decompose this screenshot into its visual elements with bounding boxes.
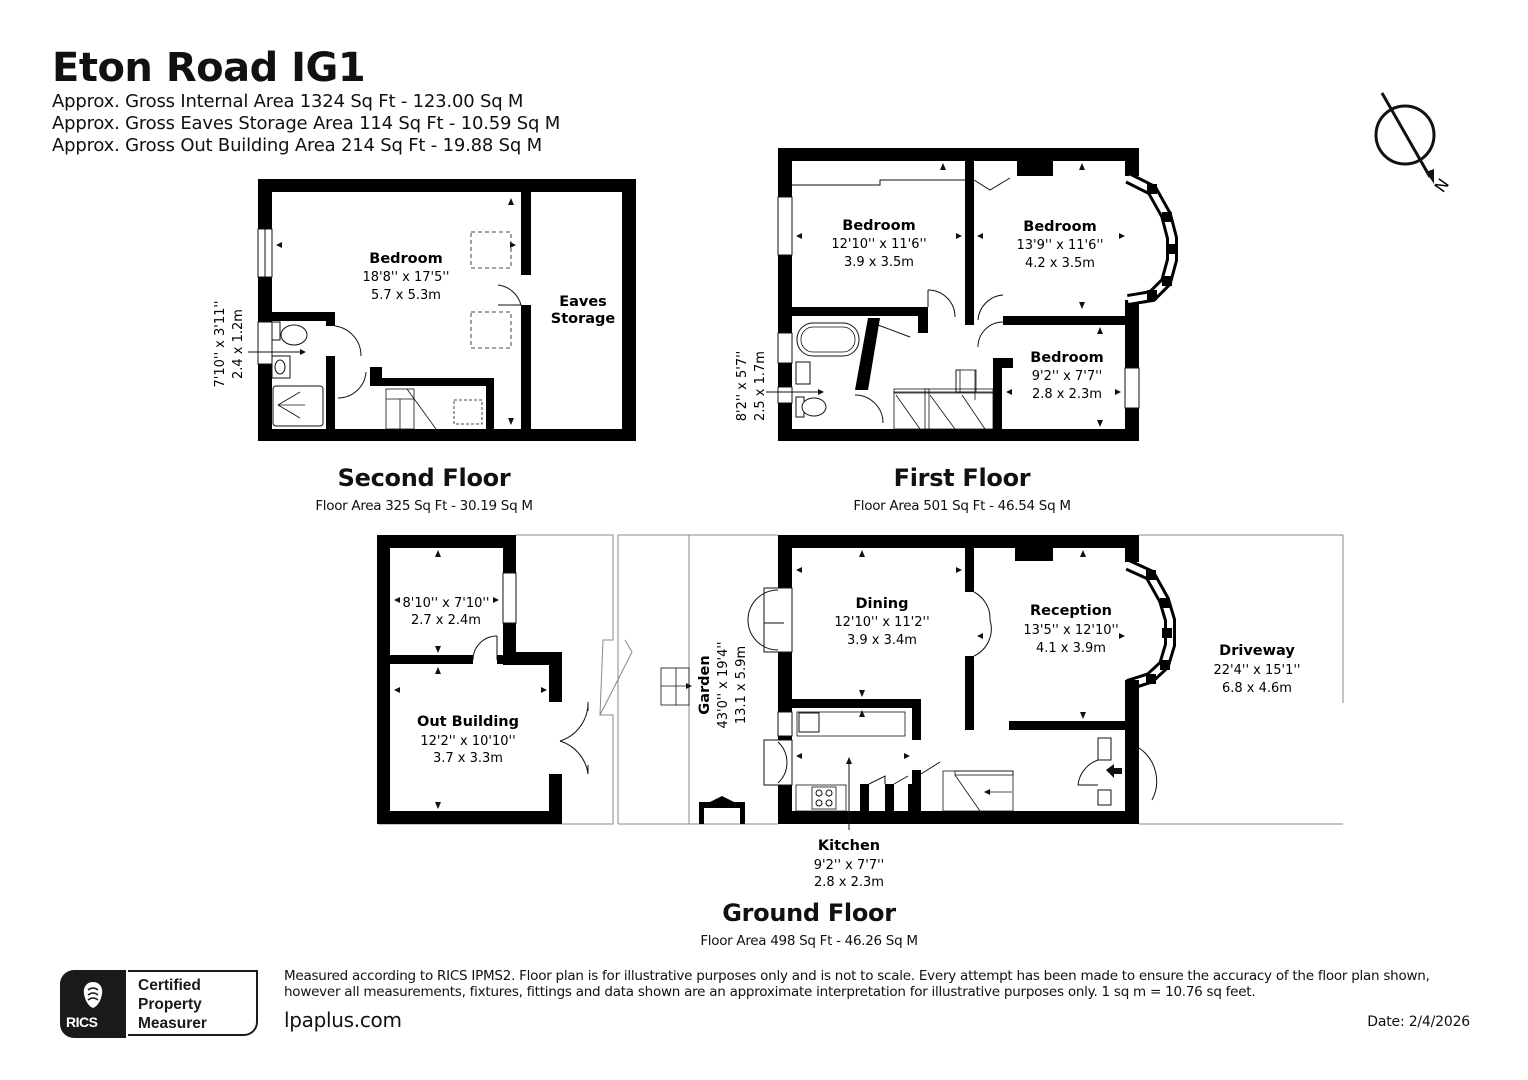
north-arrow-icon bbox=[1374, 92, 1436, 184]
outbuilding-metric: 3.7 x 3.3m bbox=[433, 751, 503, 766]
ground-floor-area: Floor Area 498 Sq Ft - 46.26 Sq M bbox=[700, 933, 918, 949]
kitchen-imperial: 9'2'' x 7'7'' bbox=[814, 858, 884, 873]
first-bedroom2-imperial: 13'9'' x 11'6'' bbox=[1016, 238, 1103, 253]
garden-imperial: 43'0'' x 19'4'' bbox=[716, 641, 731, 728]
driveway-metric: 6.8 x 4.6m bbox=[1222, 681, 1292, 696]
rics-lion-icon bbox=[83, 982, 103, 1008]
badge-line-measurer: Measurer bbox=[138, 1015, 207, 1032]
first-bedroom1-imperial: 12'10'' x 11'6'' bbox=[831, 237, 926, 252]
second-floor-plan bbox=[248, 179, 636, 441]
dining-imperial: 12'10'' x 11'2'' bbox=[834, 615, 929, 630]
eaves-storage-name-2: Storage bbox=[551, 311, 616, 327]
store-metric: 2.7 x 2.4m bbox=[411, 613, 481, 628]
rics-wordmark: RICS bbox=[66, 1014, 98, 1030]
website-link[interactable]: lpaplus.com bbox=[284, 1008, 402, 1032]
rics-badge-dark-panel: RICS bbox=[60, 970, 126, 1038]
rics-certified-badge: RICS Certified Property Measurer bbox=[60, 970, 260, 1038]
shower-metric: 2.4 x 1.2m bbox=[231, 309, 246, 379]
first-bedroom3-metric: 2.8 x 2.3m bbox=[1032, 387, 1102, 402]
second-floor-title: Second Floor bbox=[337, 464, 511, 492]
reception-metric: 4.1 x 3.9m bbox=[1036, 641, 1106, 656]
garden-metric: 13.1 x 5.9m bbox=[734, 646, 749, 724]
garden-name: Garden bbox=[697, 655, 713, 714]
first-bedroom3-imperial: 9'2'' x 7'7'' bbox=[1032, 369, 1102, 384]
outbuilding-name: Out Building bbox=[417, 714, 519, 730]
second-bedroom-imperial: 18'8'' x 17'5'' bbox=[362, 270, 449, 285]
first-bedroom1-metric: 3.9 x 3.5m bbox=[844, 255, 914, 270]
reception-imperial: 13'5'' x 12'10'' bbox=[1023, 623, 1118, 638]
rics-badge-text: Certified Property Measurer bbox=[138, 976, 207, 1033]
first-floor-title: First Floor bbox=[893, 464, 1031, 492]
gross-outbuilding-area: Approx. Gross Out Building Area 214 Sq F… bbox=[52, 135, 542, 156]
second-bedroom-metric: 5.7 x 5.3m bbox=[371, 288, 441, 303]
dining-metric: 3.9 x 3.4m bbox=[847, 633, 917, 648]
driveway-name: Driveway bbox=[1219, 643, 1295, 659]
driveway-imperial: 22'4'' x 15'1'' bbox=[1213, 663, 1300, 678]
reception-name: Reception bbox=[1030, 603, 1112, 619]
second-floor-area: Floor Area 325 Sq Ft - 30.19 Sq M bbox=[315, 498, 533, 514]
gross-eaves-area: Approx. Gross Eaves Storage Area 114 Sq … bbox=[52, 113, 561, 134]
first-floor-plan bbox=[766, 148, 1178, 441]
rics-badge-outline bbox=[128, 970, 258, 1036]
bathroom-imperial: 8'2'' x 5'7'' bbox=[735, 351, 750, 421]
second-bedroom-name: Bedroom bbox=[369, 251, 442, 267]
disclaimer: Measured according to RICS IPMS2. Floor … bbox=[284, 968, 1484, 1000]
kitchen-metric: 2.8 x 2.3m bbox=[814, 875, 884, 890]
gross-internal-area: Approx. Gross Internal Area 1324 Sq Ft -… bbox=[52, 91, 524, 112]
plan-date: Date: 2/4/2026 bbox=[1367, 1014, 1470, 1030]
kitchen-name: Kitchen bbox=[818, 838, 880, 854]
bathroom-metric: 2.5 x 1.7m bbox=[753, 351, 768, 421]
dining-name: Dining bbox=[855, 596, 908, 612]
badge-line-property: Property bbox=[138, 996, 202, 1013]
disclaimer-line-2: however all measurements, fixtures, fitt… bbox=[284, 984, 1256, 1000]
disclaimer-line-1: Measured according to RICS IPMS2. Floor … bbox=[284, 968, 1430, 984]
ground-floor-plan bbox=[377, 534, 1344, 830]
badge-line-certified: Certified bbox=[138, 977, 201, 994]
first-bedroom2-metric: 4.2 x 3.5m bbox=[1025, 256, 1095, 271]
first-bedroom2-name: Bedroom bbox=[1023, 219, 1096, 235]
first-floor-area: Floor Area 501 Sq Ft - 46.54 Sq M bbox=[853, 498, 1071, 514]
first-bedroom3-name: Bedroom bbox=[1030, 350, 1103, 366]
plan-title: Eton Road IG1 bbox=[52, 45, 366, 91]
shower-imperial: 7'10'' x 3'11'' bbox=[213, 300, 228, 387]
store-imperial: 8'10'' x 7'10'' bbox=[402, 596, 489, 611]
first-bedroom1-name: Bedroom bbox=[842, 218, 915, 234]
eaves-storage-name-1: Eaves bbox=[559, 294, 607, 310]
ground-floor-title: Ground Floor bbox=[722, 899, 896, 927]
outbuilding-imperial: 12'2'' x 10'10'' bbox=[420, 734, 515, 749]
